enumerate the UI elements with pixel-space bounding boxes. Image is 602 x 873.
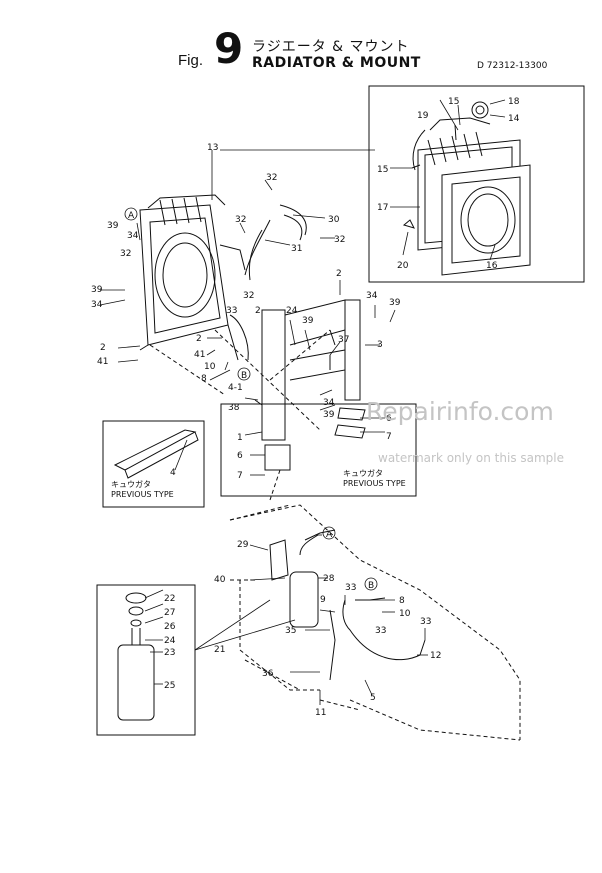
callout-30: 30 [328,215,340,225]
figure-header: Fig. 9 ラジエータ & マウント RADIATOR & MOUNT D 7… [0,0,602,80]
callout-3: 3 [377,340,383,350]
inset-right-label-en: PREVIOUS TYPE [343,479,406,488]
inset-box-left [102,420,205,508]
callout-27: 27 [164,608,175,618]
callout-5: 5 [370,693,376,703]
inset-left-label-jp: キュウガタ [111,479,151,489]
callout-25: 25 [164,681,175,691]
callout-7: 7 [237,471,243,481]
callout-40: 40 [214,575,226,585]
callout-24: 24 [286,306,298,316]
callout-B: B [241,371,247,381]
callout-32: 32 [235,215,246,225]
document-code: D 72312-13300 [477,61,548,71]
callout-32: 32 [266,173,277,183]
callout-41: 41 [194,350,205,360]
callout-11: 11 [315,708,326,718]
callout-39: 39 [389,298,401,308]
callout-39: 39 [323,410,335,420]
leader-lines [99,99,506,705]
title-english: RADIATOR & MOUNT [252,55,421,71]
callout-39: 39 [107,221,119,231]
inset-captions: キュウガタ PREVIOUS TYPE キュウガタ PREVIOUS TYPE [111,468,406,499]
callout-A: A [128,211,135,221]
callout-35: 35 [285,626,296,636]
callout-18: 18 [508,97,520,107]
callout-7: 7 [386,432,392,442]
inset-right-label-jp: キュウガタ [343,468,383,478]
callout-6: 6 [386,414,392,424]
machine-body-outline [229,504,521,741]
callout-12: 12 [430,651,441,661]
callout-38: 38 [228,403,240,413]
callout-19: 19 [417,111,429,121]
inset-box-bottom-left [96,584,196,736]
callout-17: 17 [377,203,388,213]
callout-2: 2 [255,306,261,316]
callout-4: 4 [170,468,176,478]
callout-34: 34 [127,231,139,241]
title-japanese: ラジエータ & マウント [252,39,410,55]
callout-32: 32 [120,249,131,259]
callout-10: 10 [399,609,411,619]
watermark-subtext: watermark only on this sample [378,451,565,465]
callout-33: 33 [345,583,356,593]
radiator-shroud-illustration [402,101,531,276]
callout-32: 32 [243,291,254,301]
figure-label: Fig. [178,52,204,69]
callout-22: 22 [164,594,175,604]
callout-1: 1 [237,433,243,443]
callout-14: 14 [508,114,520,124]
reserve-tank-illustration [269,529,336,628]
callout-10: 10 [204,362,216,372]
callout-9: 9 [320,595,326,605]
callout-34: 34 [366,291,378,301]
callout-37: 37 [338,335,349,345]
callout-13: 13 [207,143,218,153]
callout-16: 16 [486,261,498,271]
callout-36: 36 [262,669,274,679]
callout-8: 8 [399,596,405,606]
callout-39: 39 [91,285,103,295]
callout-15: 15 [377,165,388,175]
callout-33: 33 [420,617,431,627]
callout-23: 23 [164,648,175,658]
callout-4-1: 4-1 [228,383,243,393]
callout-41: 41 [97,357,108,367]
watermark-text: Repairinfo.com [366,397,554,426]
callout-34: 34 [323,398,335,408]
inset-box-right [220,403,417,497]
callout-2: 2 [336,269,342,279]
callout-labels: 13 32 32 30 32 31 39 A 34 32 39 34 32 2 … [91,97,520,718]
callout-29: 29 [237,540,249,550]
callout-33: 33 [375,626,386,636]
figure-number: 9 [214,24,244,73]
radiator-illustration [139,194,249,361]
callout-21: 21 [214,645,225,655]
callout-6: 6 [237,451,243,461]
inset-box-top-right [368,85,585,283]
callout-26: 26 [164,622,176,632]
callout-28: 28 [323,574,335,584]
callout-15: 15 [448,97,459,107]
callout-20: 20 [397,261,409,271]
callout-2: 2 [196,334,202,344]
callout-B: B [368,581,374,591]
upper-hose [244,204,307,276]
callout-34: 34 [91,300,103,310]
callout-A: A [326,530,333,540]
callout-32: 32 [334,235,345,245]
callout-24: 24 [164,636,176,646]
callout-33: 33 [226,306,237,316]
callout-8: 8 [201,374,207,384]
mount-bracket-illustration [254,299,361,471]
tank-inset-illustration [117,592,155,721]
reference-lines [149,329,361,711]
callout-31: 31 [291,244,302,254]
callout-39: 39 [302,316,314,326]
callout-2: 2 [100,343,106,353]
inset-left-label-en: PREVIOUS TYPE [111,490,174,499]
